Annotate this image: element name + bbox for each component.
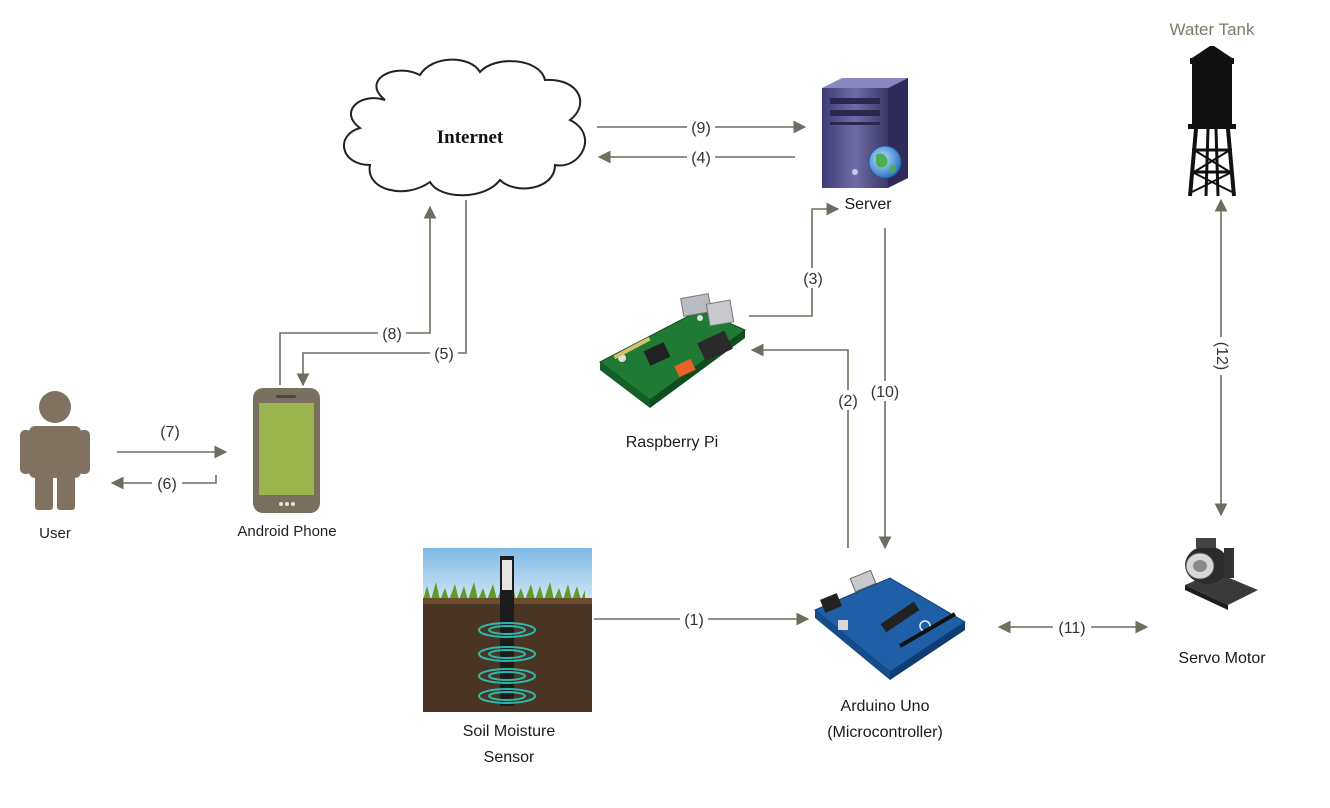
user-icon xyxy=(20,391,90,510)
water-tank-label: Water Tank xyxy=(1169,20,1255,39)
arrow-8-label: (8) xyxy=(382,326,402,343)
arrow-10-label: (10) xyxy=(871,384,899,401)
server-label: Server xyxy=(844,196,892,213)
servo-motor-label: Servo Motor xyxy=(1178,650,1266,667)
arrow-12-label: (12) xyxy=(1213,342,1230,370)
arrow-9-label: (9) xyxy=(691,120,711,137)
soil-sensor-label-line2: Sensor xyxy=(484,749,535,766)
arduino-label-line2: (Microcontroller) xyxy=(827,724,943,741)
arrow-3-label: (3) xyxy=(803,271,823,288)
arrow-11-label: (11) xyxy=(1058,620,1085,637)
water-tower-icon xyxy=(1188,46,1236,197)
servo-motor-icon xyxy=(1185,538,1258,610)
arrow-2-label: (2) xyxy=(838,393,858,410)
soil-sensor-label-line1: Soil Moisture xyxy=(463,723,556,740)
arrow-2-line xyxy=(750,343,849,548)
arrow-8-line xyxy=(279,205,437,385)
arrow-4-label: (4) xyxy=(691,150,711,167)
arrow-5-label: (5) xyxy=(434,346,454,363)
cloud-icon xyxy=(343,58,586,197)
android-phone-label: Android Phone xyxy=(237,523,336,540)
internet-label: Internet xyxy=(437,127,504,148)
arrow-1-label: (1) xyxy=(684,612,704,629)
arrow-7-label: (7) xyxy=(160,424,180,441)
android-phone-icon xyxy=(253,388,320,513)
arrow-6-line xyxy=(110,475,217,490)
arduino-label-line1: Arduino Uno xyxy=(841,698,930,715)
user-label: User xyxy=(39,525,71,542)
soil-sensor-image xyxy=(423,548,592,712)
arrow-5-line xyxy=(296,200,467,387)
raspberry-pi-label: Raspberry Pi xyxy=(626,434,718,451)
server-icon xyxy=(822,78,908,188)
raspberry-pi-icon xyxy=(599,293,746,408)
arduino-icon xyxy=(814,569,966,680)
arrow-6-label: (6) xyxy=(157,476,177,493)
arrow-3-line xyxy=(749,202,840,317)
